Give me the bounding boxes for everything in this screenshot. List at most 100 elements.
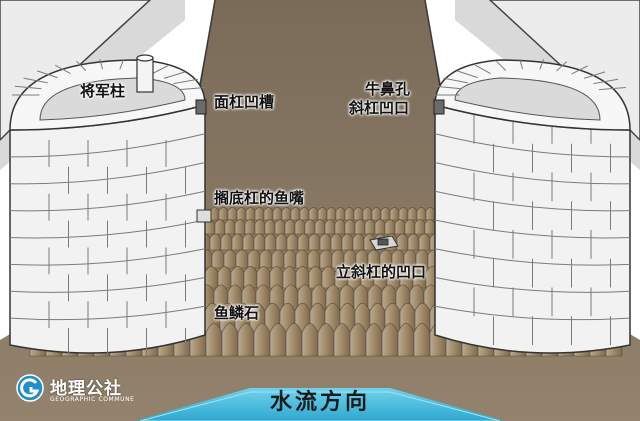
label-bottom-bar-fish-mouth: 搁底杠的鱼嘴 xyxy=(214,189,305,207)
fish-scale-stone xyxy=(247,249,261,269)
fish-scale-stone xyxy=(396,233,409,251)
fish-scale-stone xyxy=(398,207,409,221)
water-flow-banner-edge xyxy=(139,391,501,421)
fish-scale-stone xyxy=(326,207,337,221)
fish-scale-stone xyxy=(237,323,255,357)
fish-scale-stone xyxy=(344,207,355,221)
fish-scale-stone xyxy=(333,323,351,357)
fish-scale-stone xyxy=(301,323,319,357)
fish-scale-stone xyxy=(349,323,367,357)
fish-scale-stone xyxy=(220,233,233,251)
fish-scale-stone xyxy=(243,266,258,289)
fish-scale-stone xyxy=(290,207,301,221)
fish-scale-stone xyxy=(324,219,336,235)
fish-scale-stone xyxy=(295,266,310,289)
label-fish-scale-stone: 鱼鳞石 xyxy=(214,304,260,322)
fish-scale-stone xyxy=(319,249,333,269)
fish-scale-stone xyxy=(304,219,316,235)
fish-scale-stone xyxy=(407,207,418,221)
fish-scale-stone xyxy=(286,233,299,251)
water-flow-banner xyxy=(135,388,505,421)
fish-scale-stone xyxy=(374,219,386,235)
fish-scale-stone xyxy=(275,233,288,251)
fish-scale-stone xyxy=(244,219,256,235)
fish-scale-stone xyxy=(371,207,382,221)
label-standing-bar-notch: 立斜杠的凹口 xyxy=(336,263,427,281)
fish-scale-stone xyxy=(295,249,309,269)
fish-scale-stone xyxy=(242,233,255,251)
fish-scale-stone xyxy=(335,207,346,221)
fish-scale-stone xyxy=(334,219,346,235)
fish-scale-stone xyxy=(330,233,343,251)
fish-scale-stone xyxy=(414,219,426,235)
fish-scale-stone xyxy=(381,323,399,357)
fish-scale-stone xyxy=(254,207,265,221)
fish-scale-stone xyxy=(344,219,356,235)
logo-subtitle: GEOGRAPHIC COMMUNE xyxy=(50,396,135,403)
fish-scale-stone xyxy=(314,219,326,235)
water-flow-direction-label: 水流方向 xyxy=(269,390,370,415)
fish-scale-stone xyxy=(209,233,222,251)
label-face-bar-groove: 面杠凹槽 xyxy=(214,93,275,111)
fish-scale-stone xyxy=(259,249,273,269)
fish-scale-stone xyxy=(253,323,271,357)
fish-scale-stone xyxy=(227,207,238,221)
geographic-commune-logo-icon xyxy=(16,374,44,402)
brand-logo: 地理公社 GEOGRAPHIC COMMUNE xyxy=(16,374,166,414)
fish-scale-stone xyxy=(254,219,266,235)
fish-scale-stone xyxy=(307,249,321,269)
label-nose-hole: 牛鼻孔 xyxy=(365,80,411,98)
label-general-pillar: 将军柱 xyxy=(80,82,126,100)
fish-scale-stone xyxy=(223,249,237,269)
fish-scale-stone xyxy=(404,219,416,235)
fish-scale-stone xyxy=(285,323,303,357)
fish-scale-stone xyxy=(317,323,335,357)
fish-scale-stone xyxy=(341,233,354,251)
fish-scale-stone xyxy=(352,233,365,251)
fish-scale-stone xyxy=(418,233,431,251)
face-bar-groove xyxy=(195,99,207,115)
fish-scale-stone xyxy=(271,249,285,269)
fish-scale-stone xyxy=(299,207,310,221)
fish-scale-stone xyxy=(224,219,236,235)
fish-scale-stone xyxy=(205,323,223,357)
fish-scale-stone xyxy=(397,323,415,357)
fish-scale-stone xyxy=(424,219,436,235)
fish-scale-stone xyxy=(236,207,247,221)
fish-scale-stone xyxy=(221,323,239,357)
fish-scale-stone xyxy=(413,323,431,357)
fish-scale-stone xyxy=(274,219,286,235)
fish-scale-stone xyxy=(354,219,366,235)
fish-scale-stone xyxy=(364,219,376,235)
fish-scale-stone xyxy=(389,207,400,221)
fish-scale-stone xyxy=(269,323,287,357)
fish-scale-stone xyxy=(272,207,283,221)
fish-scale-stone xyxy=(362,207,373,221)
fish-scale-stone xyxy=(234,219,246,235)
fish-scale-stone xyxy=(353,207,364,221)
fish-scale-stone xyxy=(416,207,427,221)
fish-scale-stone xyxy=(283,249,297,269)
label-slanted-bar-notch: 斜杠凹口 xyxy=(349,99,410,117)
fish-scale-stone xyxy=(317,207,328,221)
fish-scale-stone xyxy=(264,233,277,251)
fish-scale-stone xyxy=(425,207,436,221)
fish-scale-stone xyxy=(284,219,296,235)
fish-scale-stone xyxy=(407,233,420,251)
standing-bar-notch xyxy=(369,235,399,251)
fish-scale-stone xyxy=(263,207,274,221)
fish-scale-stone xyxy=(308,233,321,251)
fish-scale-stone xyxy=(235,249,249,269)
fish-scale-stone xyxy=(297,233,310,251)
fish-scale-stone xyxy=(380,207,391,221)
fish-scale-stone xyxy=(230,266,245,289)
nose-hole-notch xyxy=(433,99,445,115)
fish-scale-stone xyxy=(319,233,332,251)
fish-scale-stone xyxy=(282,266,297,289)
bottom-bar-slot-block xyxy=(196,209,212,223)
general-pillar xyxy=(136,54,154,93)
fish-scale-stone xyxy=(394,219,406,235)
fish-scale-stone xyxy=(264,219,276,235)
fish-scale-stone xyxy=(308,207,319,221)
